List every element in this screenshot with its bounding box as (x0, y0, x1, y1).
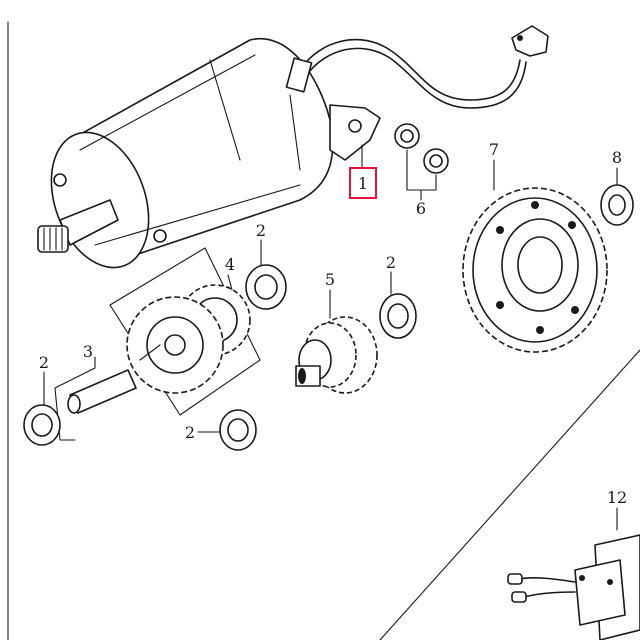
spline-shaft (37, 225, 69, 253)
reduction-gear-part-5[interactable] (295, 316, 378, 394)
washer-part-2-right[interactable] (379, 293, 417, 339)
callout-part-2-lower[interactable]: 2 (185, 423, 195, 442)
washer-part-2-left[interactable] (23, 404, 61, 446)
washer-pair-part-6[interactable] (394, 123, 449, 174)
callout-part-2-left[interactable]: 2 (39, 353, 49, 372)
starter-cable (299, 38, 521, 101)
callout-part-5[interactable]: 5 (325, 270, 335, 289)
starter-motor[interactable] (34, 25, 549, 281)
highlight-box-part-1 (349, 167, 377, 199)
housing-bolt (53, 173, 67, 187)
cable-terminal (511, 25, 549, 57)
callout-part-2-right[interactable]: 2 (386, 253, 396, 272)
callout-part-8[interactable]: 8 (612, 148, 622, 167)
washer-part-8[interactable] (600, 184, 634, 226)
callout-part-7[interactable]: 7 (489, 140, 499, 159)
callout-part-1[interactable]: 1 (358, 174, 368, 193)
callout-part-2-upper[interactable]: 2 (256, 221, 266, 240)
washer-part-2-upper[interactable] (245, 264, 287, 310)
callout-part-12[interactable]: 12 (607, 488, 627, 507)
callout-part-6[interactable]: 6 (416, 199, 426, 218)
gear-shaft-part-3[interactable] (67, 369, 137, 414)
starter-clutch-gear[interactable] (462, 187, 608, 353)
terminal-post (285, 57, 313, 93)
starter-relay-part-12[interactable] (507, 534, 640, 640)
callout-part-3[interactable]: 3 (83, 342, 93, 361)
housing-bolt (153, 229, 167, 243)
callout-part-4[interactable]: 4 (225, 255, 235, 274)
washer-part-2-lower[interactable] (219, 409, 257, 451)
idle-gear-part-4[interactable] (126, 284, 251, 394)
frame-diagonal-line (379, 349, 640, 640)
